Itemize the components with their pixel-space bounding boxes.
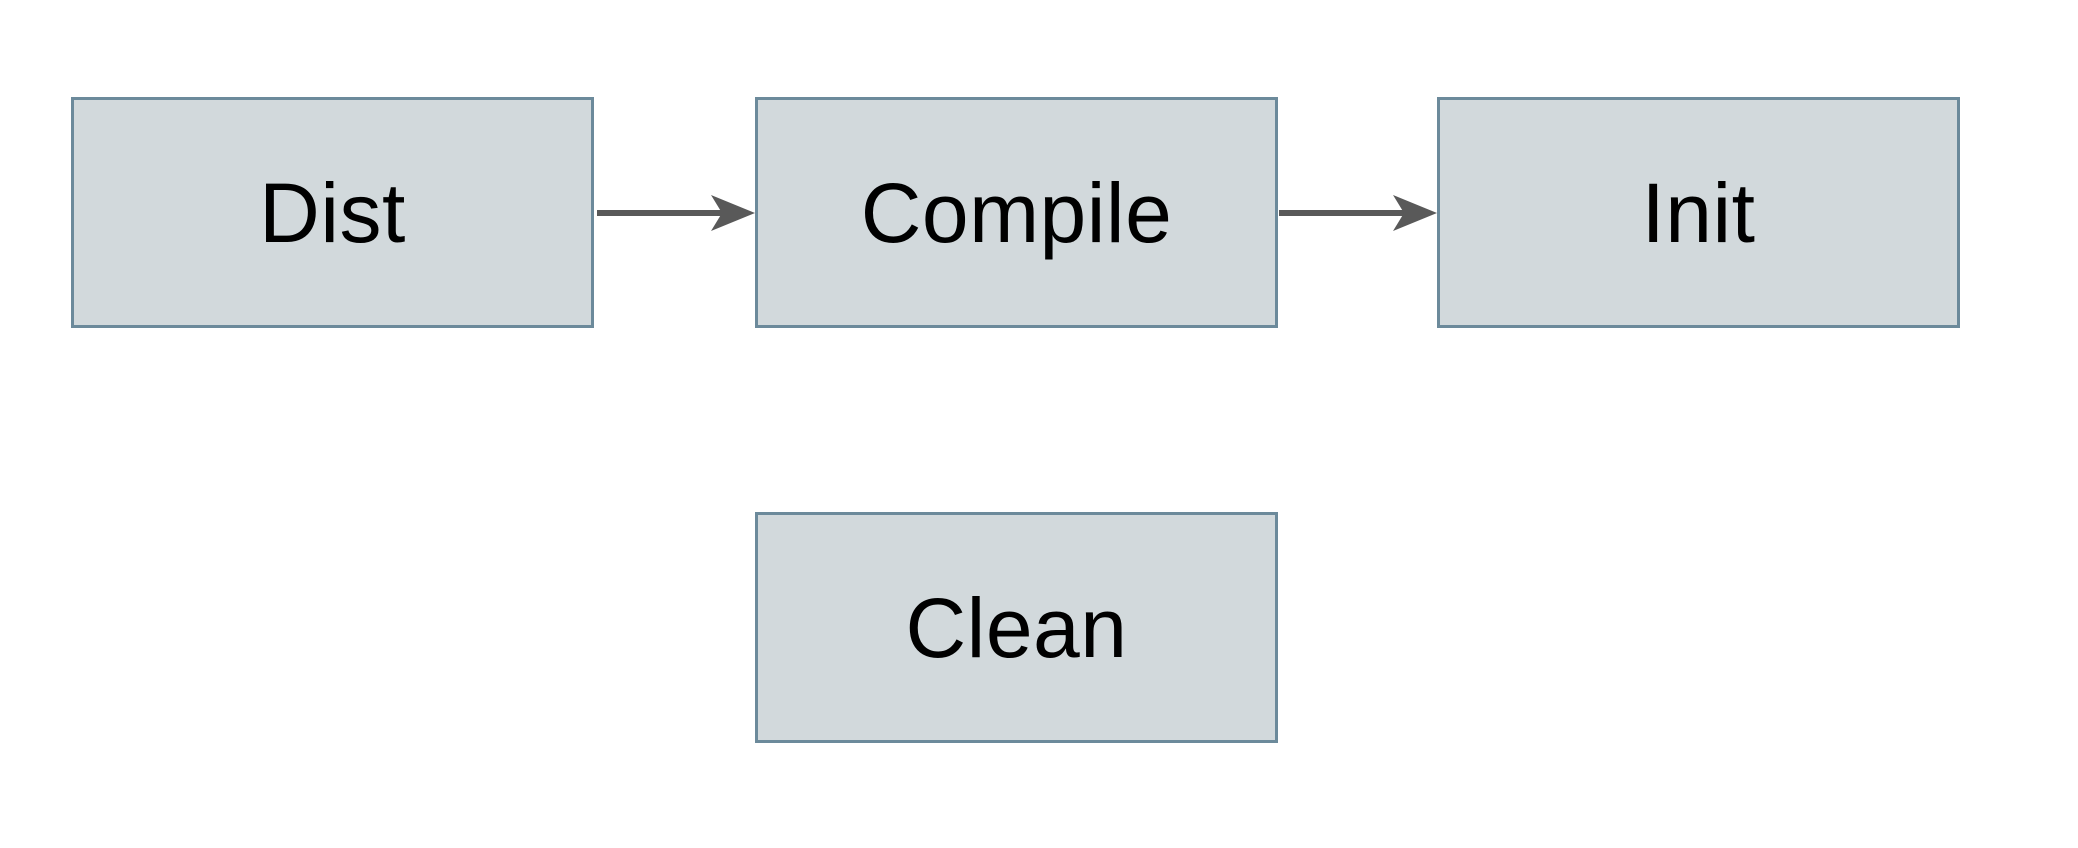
node-clean[interactable]: Clean [755, 512, 1278, 743]
edge-compile-to-init [1279, 195, 1437, 231]
node-dist-label: Dist [259, 165, 406, 260]
node-init-label: Init [1641, 165, 1756, 260]
arrowhead-right-icon [711, 195, 755, 231]
arrowhead-right-icon [1393, 195, 1437, 231]
edge-dist-to-compile [597, 195, 755, 231]
node-dist[interactable]: Dist [71, 97, 594, 328]
node-clean-label: Clean [905, 580, 1128, 675]
node-init[interactable]: Init [1437, 97, 1960, 328]
node-compile[interactable]: Compile [755, 97, 1278, 328]
node-compile-label: Compile [860, 165, 1173, 260]
